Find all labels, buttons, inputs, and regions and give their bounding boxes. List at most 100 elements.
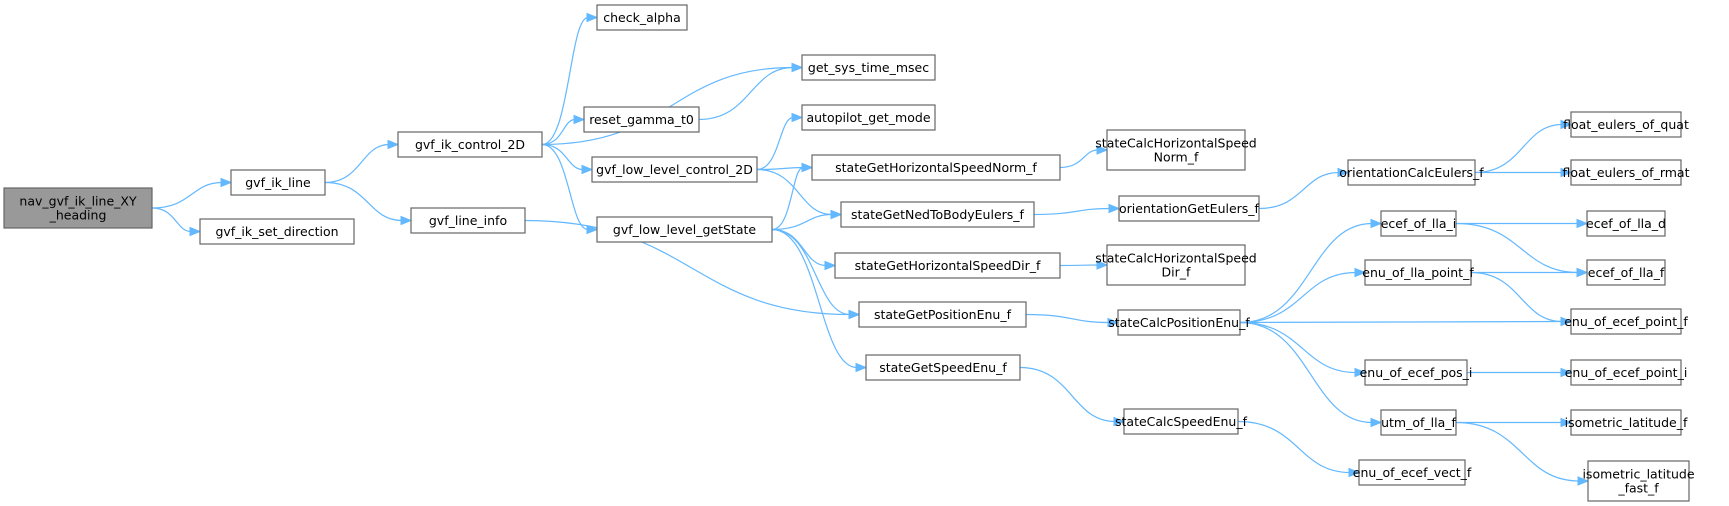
node-label: _heading [49, 208, 107, 223]
arrowhead-orientationCalcEulers_f-to-float_eulers_of_rmat [1560, 167, 1573, 178]
node-gvf_ik_line[interactable]: gvf_ik_line [230, 169, 326, 196]
node-isometric_latitude_f[interactable]: isometric_latitude_f [1565, 409, 1688, 436]
arrowhead-stateCalcPositionEnu_f-to-enu_of_ecef_pos_i [1354, 367, 1367, 378]
arrowhead-stateGetPositionEnu_f-to-stateCalcPositionEnu_f [1107, 317, 1120, 328]
node-label: isometric_latitude [1582, 467, 1694, 482]
edge-stateCalcPositionEnu_f-to-ecef_of_lla_i [1239, 222, 1373, 324]
edge-stateGetHorizontalSpeedNorm_f-to-stateCalcHorizontalSpeedNorm_f [1059, 149, 1099, 169]
node-label: enu_of_ecef_vect_f [1353, 465, 1472, 480]
arrowhead-stateCalcPositionEnu_f-to-ecef_of_lla_i [1370, 218, 1383, 229]
node-utm_of_lla_f[interactable]: utm_of_lla_f [1380, 409, 1457, 436]
node-label: stateGetHorizontalSpeedNorm_f [835, 160, 1037, 175]
edge-root-to-gvf_ik_set_direction [151, 207, 192, 233]
arrowhead-gvf_ik_line-to-gvf_ik_control_2D [387, 139, 400, 150]
node-float_eulers_of_rmat[interactable]: float_eulers_of_rmat [1563, 159, 1690, 186]
arrowhead-utm_of_lla_f-to-isometric_latitude_f [1560, 417, 1573, 428]
edge-root-to-gvf_ik_line [151, 181, 223, 209]
node-box [583, 106, 700, 133]
arrowhead-gvf_low_level_control_2D-to-autopilot_get_mode [791, 112, 804, 123]
arrowhead-utm_of_lla_f-to-isometric_latitude_fast_f [1577, 476, 1590, 486]
node-autopilot_get_mode[interactable]: autopilot_get_mode [801, 104, 936, 131]
node-stateCalcSpeedEnu_f[interactable]: stateCalcSpeedEnu_f [1115, 408, 1248, 435]
arrowhead-stateCalcPositionEnu_f-to-enu_of_lla_point_f [1354, 267, 1367, 278]
node-box [1570, 409, 1682, 436]
node-orientationGetEulers_f[interactable]: orientationGetEulers_f [1118, 195, 1260, 222]
node-enu_of_lla_point_f[interactable]: enu_of_lla_point_f [1362, 259, 1474, 286]
edges-layer [151, 12, 1590, 486]
node-label: gvf_ik_set_direction [215, 224, 338, 239]
node-isometric_latitude_fast_f[interactable]: isometric_latitude_fast_f [1582, 460, 1695, 502]
arrowhead-gvf_low_level_getState-to-stateGetSpeedEnu_f [855, 362, 868, 373]
arrowhead-root-to-gvf_ik_set_direction [189, 226, 202, 237]
node-label: ecef_of_lla_i [1381, 216, 1457, 231]
node-ecef_of_lla_i[interactable]: ecef_of_lla_i [1380, 210, 1457, 237]
node-label: stateGetPositionEnu_f [874, 307, 1012, 322]
edge-stateCalcSpeedEnu_f-to-enu_of_ecef_vect_f [1237, 420, 1351, 474]
node-label: enu_of_lla_point_f [1362, 265, 1474, 280]
node-orientationCalcEulers_f[interactable]: orientationCalcEulers_f [1339, 159, 1484, 186]
edge-gvf_low_level_control_2D-to-autopilot_get_mode [756, 116, 794, 171]
node-box [1587, 460, 1690, 502]
edge-gvf_ik_control_2D-to-reset_gamma_t0 [541, 118, 576, 146]
node-label: float_eulers_of_quat [1563, 117, 1689, 132]
node-gvf_low_level_getState[interactable]: gvf_low_level_getState [596, 216, 773, 243]
node-box [3, 187, 153, 229]
node-reset_gamma_t0[interactable]: reset_gamma_t0 [583, 106, 700, 133]
node-float_eulers_of_quat[interactable]: float_eulers_of_quat [1563, 111, 1689, 138]
edge-stateCalcPositionEnu_f-to-enu_of_lla_point_f [1239, 271, 1357, 324]
node-stateCalcPositionEnu_f[interactable]: stateCalcPositionEnu_f [1108, 309, 1250, 336]
arrowhead-gvf_low_level_getState-to-stateGetHorizontalSpeedNorm_f [801, 162, 814, 173]
edge-gvf_low_level_getState-to-stateGetHorizontalSpeedDir_f [771, 228, 827, 267]
node-enu_of_ecef_point_i[interactable]: enu_of_ecef_point_i [1565, 359, 1688, 386]
node-label: gvf_low_level_getState [613, 222, 756, 237]
node-label: isometric_latitude_f [1565, 415, 1688, 430]
node-stateGetNedToBodyEulers_f[interactable]: stateGetNedToBodyEulers_f [840, 201, 1035, 228]
edge-gvf_ik_control_2D-to-get_sys_time_msec [541, 66, 794, 146]
node-enu_of_ecef_point_f[interactable]: enu_of_ecef_point_f [1564, 308, 1688, 335]
node-gvf_ik_set_direction[interactable]: gvf_ik_set_direction [199, 218, 355, 245]
node-stateGetPositionEnu_f[interactable]: stateGetPositionEnu_f [858, 301, 1027, 328]
node-box [1123, 408, 1239, 435]
node-box [801, 54, 936, 81]
node-stateGetHorizontalSpeedDir_f[interactable]: stateGetHorizontalSpeedDir_f [834, 252, 1061, 279]
edge-stateCalcPositionEnu_f-to-enu_of_ecef_pos_i [1239, 321, 1357, 374]
node-box [1118, 195, 1260, 222]
arrowhead-gvf_ik_line-to-gvf_line_info [400, 215, 413, 226]
node-box [1570, 111, 1682, 138]
arrowhead-ecef_of_lla_i-to-ecef_of_lla_d [1576, 218, 1589, 229]
node-ecef_of_lla_d[interactable]: ecef_of_lla_d [1586, 210, 1666, 237]
node-box [858, 301, 1027, 328]
node-get_sys_time_msec[interactable]: get_sys_time_msec [801, 54, 936, 81]
node-gvf_ik_control_2D[interactable]: gvf_ik_control_2D [397, 131, 543, 158]
node-label: gvf_ik_control_2D [415, 137, 525, 152]
node-box [1570, 359, 1682, 386]
arrowhead-stateGetNedToBodyEulers_f-to-orientationGetEulers_f [1108, 203, 1121, 214]
edge-gvf_low_level_control_2D-to-stateGetNedToBodyEulers_f [756, 168, 833, 216]
node-gvf_low_level_control_2D[interactable]: gvf_low_level_control_2D [591, 156, 758, 183]
edge-stateGetSpeedEnu_f-to-stateCalcSpeedEnu_f [1019, 366, 1116, 423]
edge-gvf_low_level_getState-to-stateGetHorizontalSpeedNorm_f [771, 166, 804, 231]
node-label: enu_of_ecef_point_i [1565, 365, 1688, 380]
edge-gvf_low_level_getState-to-stateGetPositionEnu_f [771, 228, 851, 316]
node-box [1380, 210, 1457, 237]
edge-gvf_ik_line-to-gvf_ik_control_2D [324, 143, 390, 184]
edge-gvf_ik_control_2D-to-gvf_low_level_control_2D [541, 143, 584, 171]
arrowhead-stateGetHorizontalSpeedNorm_f-to-stateCalcHorizontalSpeedNorm_f [1096, 145, 1109, 155]
node-stateGetHorizontalSpeedNorm_f[interactable]: stateGetHorizontalSpeedNorm_f [811, 154, 1061, 181]
edge-gvf_ik_control_2D-to-gvf_low_level_getState [541, 143, 589, 231]
node-stateGetSpeedEnu_f[interactable]: stateGetSpeedEnu_f [865, 354, 1021, 381]
node-check_alpha[interactable]: check_alpha [596, 4, 688, 31]
arrowhead-gvf_ik_control_2D-to-check_alpha [586, 12, 599, 23]
arrowhead-gvf_ik_control_2D-to-gvf_low_level_control_2D [581, 164, 594, 175]
edge-stateGetHorizontalSpeedDir_f-to-stateCalcHorizontalSpeedDir_f [1059, 264, 1099, 267]
node-gvf_line_info[interactable]: gvf_line_info [410, 207, 526, 234]
node-enu_of_ecef_vect_f[interactable]: enu_of_ecef_vect_f [1353, 459, 1472, 486]
node-label: nav_gvf_ik_line_XY [19, 194, 137, 209]
node-label: _fast_f [1617, 481, 1659, 496]
node-enu_of_ecef_pos_i[interactable]: enu_of_ecef_pos_i [1360, 359, 1473, 386]
node-label: stateGetHorizontalSpeedDir_f [855, 258, 1041, 273]
node-ecef_of_lla_f[interactable]: ecef_of_lla_f [1586, 259, 1666, 286]
